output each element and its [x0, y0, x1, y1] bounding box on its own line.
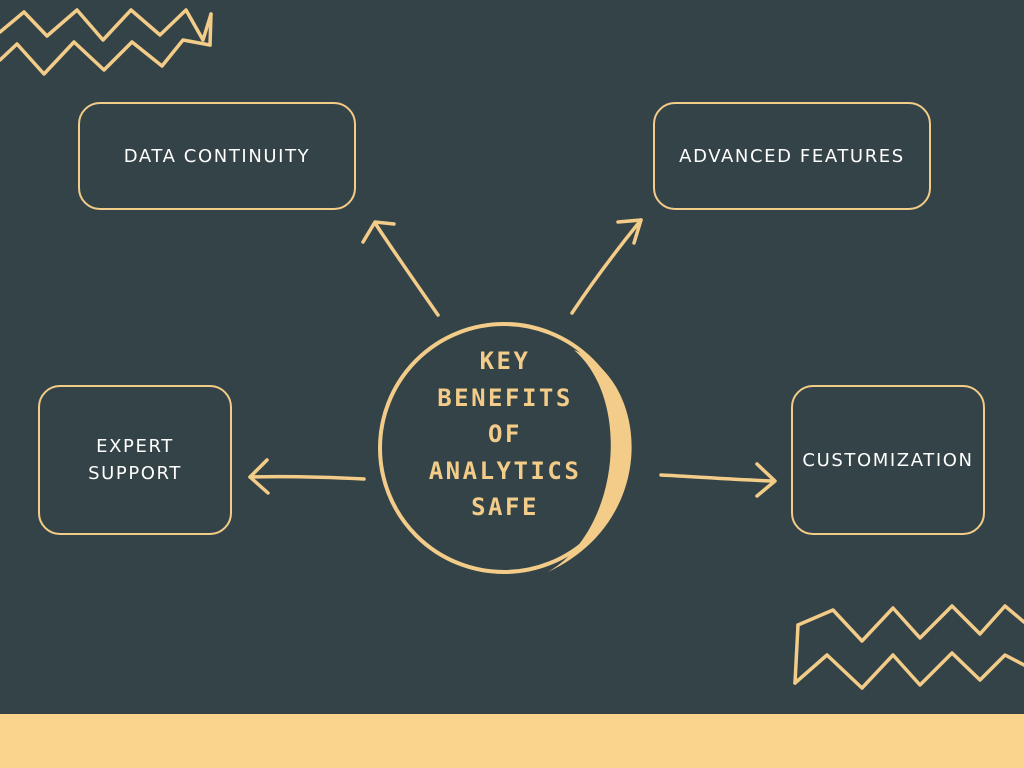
node-label: DATA CONTINUITY: [123, 145, 311, 167]
center-title-line: ANALYTICS: [428, 456, 582, 485]
center-circle: [378, 322, 632, 574]
zigzag-decoration-bottom-right: [793, 604, 1024, 690]
center-title-line: OF: [488, 420, 522, 448]
center-title-line: KEY: [479, 347, 531, 375]
node-label-line: SUPPORT: [88, 463, 182, 484]
center-circle-outline: [378, 322, 630, 574]
center-title: KEY BENEFITS OF ANALYTICS SAFE: [400, 343, 610, 526]
arrow-to-expert-support: [248, 458, 366, 495]
arrow-to-customization: [659, 462, 777, 498]
node-label-line: EXPERT: [96, 436, 174, 457]
node-label: CUSTOMIZATION: [802, 449, 974, 471]
center-title-line: SAFE: [471, 493, 539, 521]
center-circle-crescent: [548, 350, 632, 572]
zigzag-decoration-top-left: [0, 8, 213, 76]
node-data-continuity: DATA CONTINUITY: [78, 102, 356, 210]
footer-band: [0, 714, 1024, 768]
center-title-line: BENEFITS: [437, 383, 573, 412]
node-expert-support: EXPERT SUPPORT: [38, 385, 232, 535]
arrow-to-advanced-features: [570, 218, 643, 315]
node-label: ADVANCED FEATURES: [679, 145, 905, 167]
node-advanced-features: ADVANCED FEATURES: [653, 102, 931, 210]
node-customization: CUSTOMIZATION: [791, 385, 985, 535]
arrow-to-data-continuity: [361, 220, 440, 317]
